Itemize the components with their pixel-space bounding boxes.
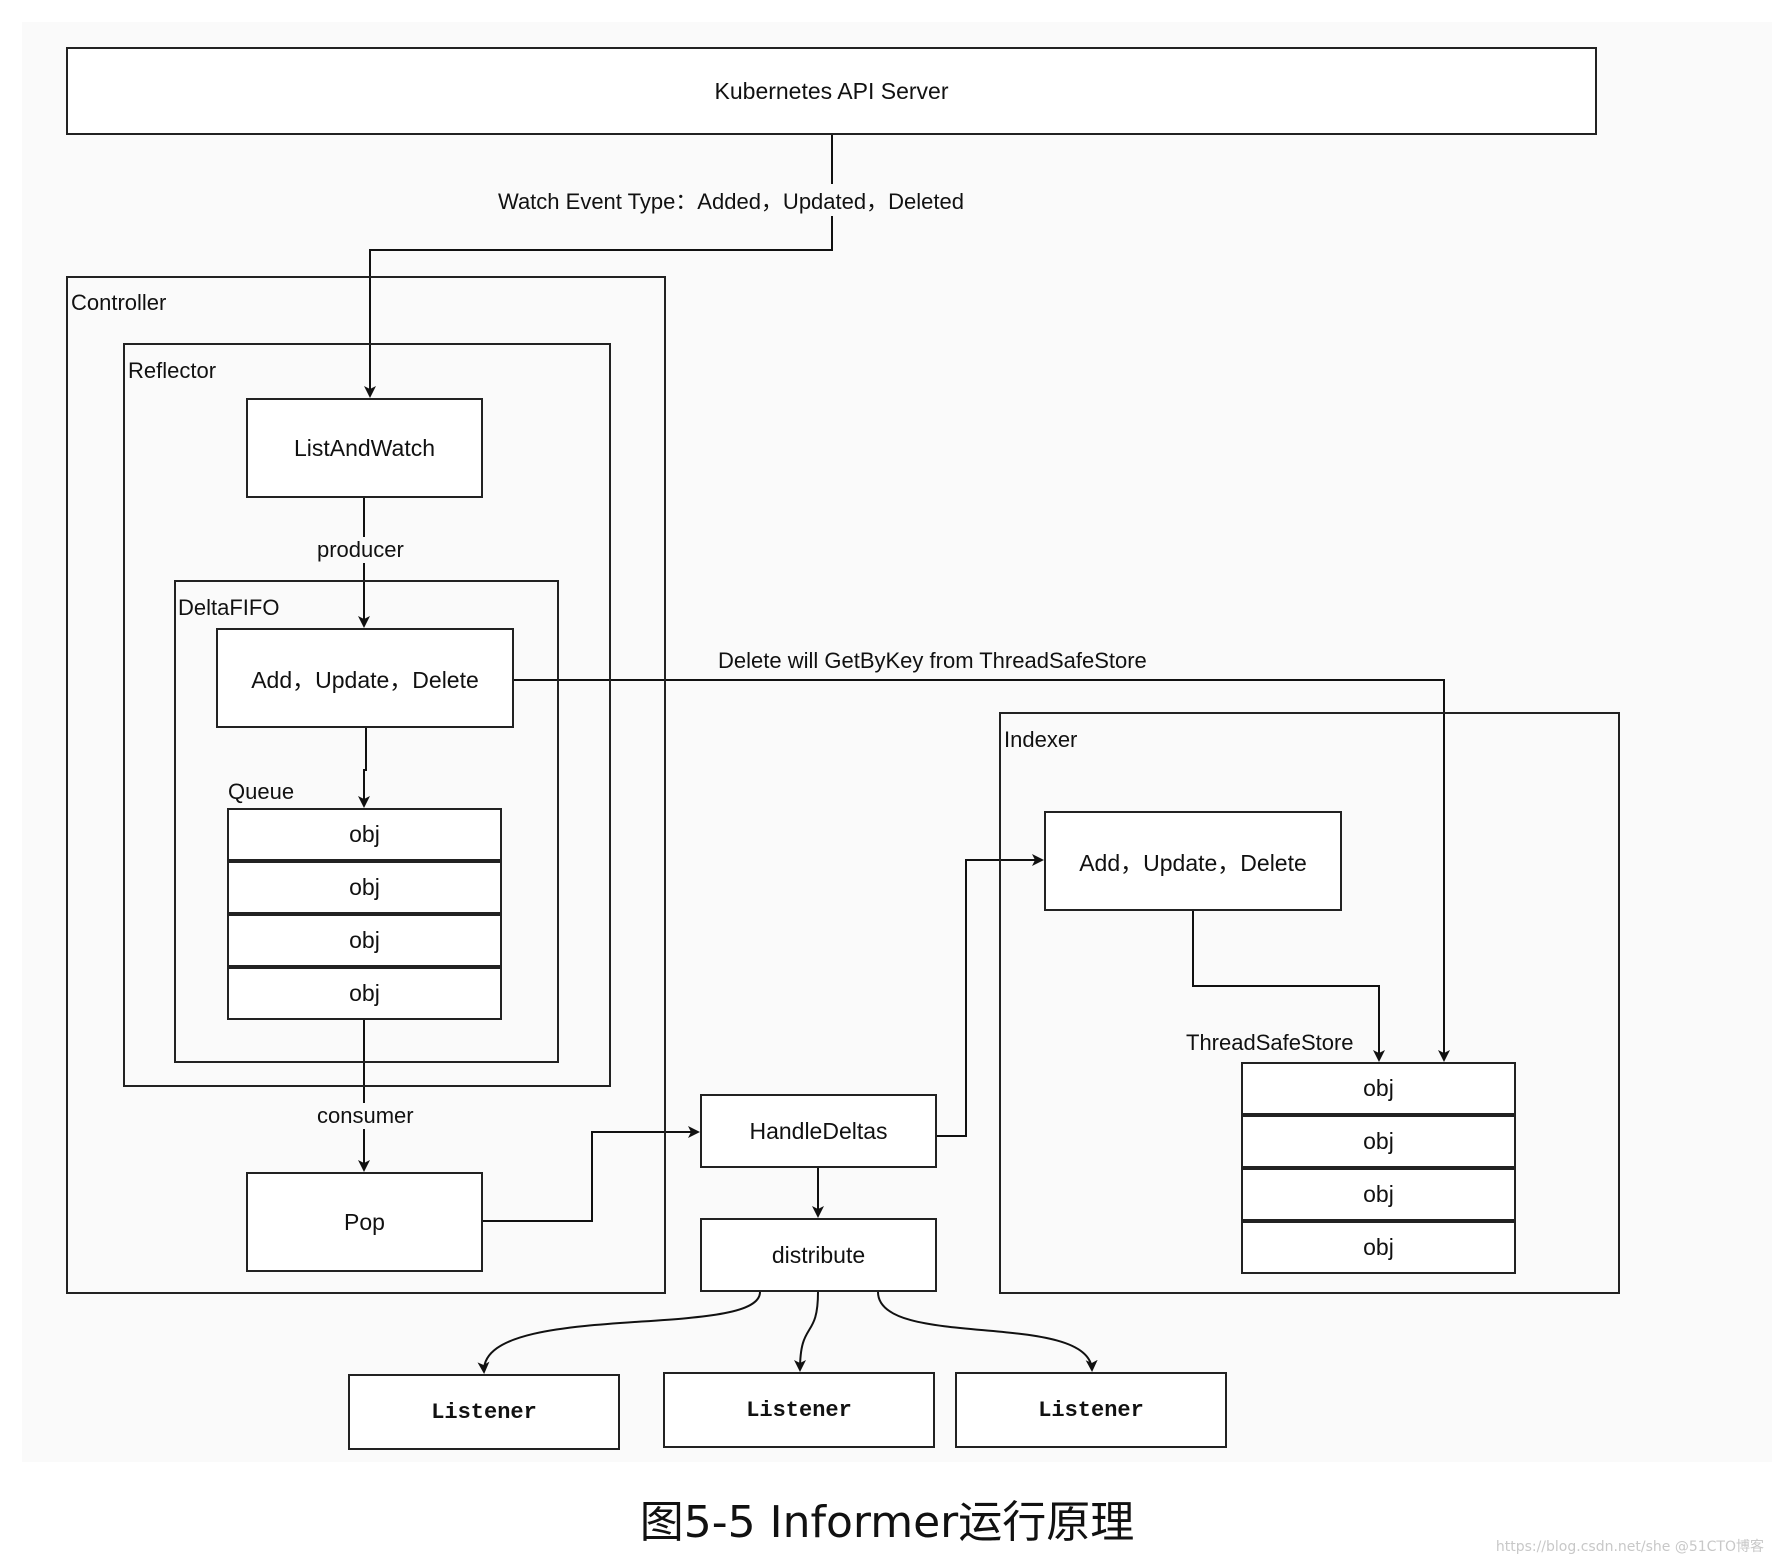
pop-label: Pop [344, 1208, 385, 1235]
listener-label: Listener [1038, 1397, 1144, 1423]
indexer-label: Indexer [1004, 727, 1078, 752]
queue-item: obj [227, 808, 502, 861]
figure-caption: 图5-5 Informer运行原理 [639, 1497, 1135, 1548]
distribute-label: distribute [771, 1241, 866, 1268]
queue-label: Queue [228, 779, 295, 804]
api-server-node: Kubernetes API Server [66, 47, 1597, 135]
store-item: obj [1241, 1221, 1516, 1274]
indexer-group [999, 712, 1620, 1294]
store-item: obj [1241, 1168, 1516, 1221]
listener-label: Listener [431, 1399, 537, 1425]
deltafifo-ops-node: Add，Update，Delete [216, 628, 514, 728]
edge-distribute-to-listener-2 [794, 1291, 819, 1372]
distribute-node: distribute [700, 1218, 937, 1292]
store-item-label: obj [1363, 1075, 1394, 1101]
edge-pop-to-handledeltas [482, 1126, 700, 1222]
consumer-label: consumer [317, 1103, 414, 1129]
store-item-label: obj [1363, 1128, 1394, 1154]
api-server-label: Kubernetes API Server [714, 77, 949, 104]
edge-ops-to-queue [358, 728, 370, 808]
queue-item-label: obj [349, 980, 380, 1006]
store-item-label: obj [1363, 1234, 1394, 1260]
queue-item: obj [227, 861, 502, 914]
delete-note-label: Delete will GetByKey from ThreadSafeStor… [718, 648, 1147, 673]
deltafifo-ops-label: Add，Update，Delete [251, 667, 479, 693]
controller-group [66, 276, 666, 1294]
indexer-ops-node: Add，Update，Delete [1044, 811, 1342, 911]
handledeltas-node: HandleDeltas [700, 1094, 937, 1168]
handledeltas-label: HandleDeltas [749, 1117, 888, 1144]
listandwatch-label: ListAndWatch [293, 434, 436, 461]
queue-item-label: obj [349, 927, 380, 953]
edge-distribute-to-listener-1 [477, 1291, 761, 1374]
queue-item: obj [227, 967, 502, 1020]
deltafifo-group [174, 580, 559, 1063]
listener-node: Listener [663, 1372, 935, 1448]
producer-label: producer [317, 537, 404, 563]
queue-item: obj [227, 914, 502, 967]
queue-item-label: obj [349, 821, 380, 847]
listener-node: Listener [348, 1374, 620, 1450]
reflector-label: Reflector [128, 358, 217, 383]
controller-label: Controller [71, 290, 167, 315]
store-item: obj [1241, 1062, 1516, 1115]
indexer-ops-label: Add，Update，Delete [1079, 850, 1307, 876]
listandwatch-node: ListAndWatch [246, 398, 483, 498]
store-item-label: obj [1363, 1181, 1394, 1207]
threadsafestore-label: ThreadSafeStore [1186, 1030, 1354, 1055]
watermark: https://blog.csdn.net/she @51CTO博客 [1495, 1539, 1764, 1555]
edge-handledeltas-to-indexer-ops [937, 854, 1044, 1137]
deltafifo-label: DeltaFIFO [178, 595, 280, 620]
queue-item-label: obj [349, 874, 380, 900]
edge-indexer-ops-to-store [1192, 910, 1385, 1062]
reflector-group [123, 343, 611, 1087]
pop-node: Pop [246, 1172, 483, 1272]
store-item: obj [1241, 1115, 1516, 1168]
edge-delete-to-store [514, 679, 1450, 1062]
listener-node: Listener [955, 1372, 1227, 1448]
watch-event-label: Watch Event Type：Added，Updated，Deleted [498, 184, 964, 216]
listener-label: Listener [746, 1397, 852, 1423]
edge-distribute-to-listener-3 [877, 1291, 1098, 1372]
